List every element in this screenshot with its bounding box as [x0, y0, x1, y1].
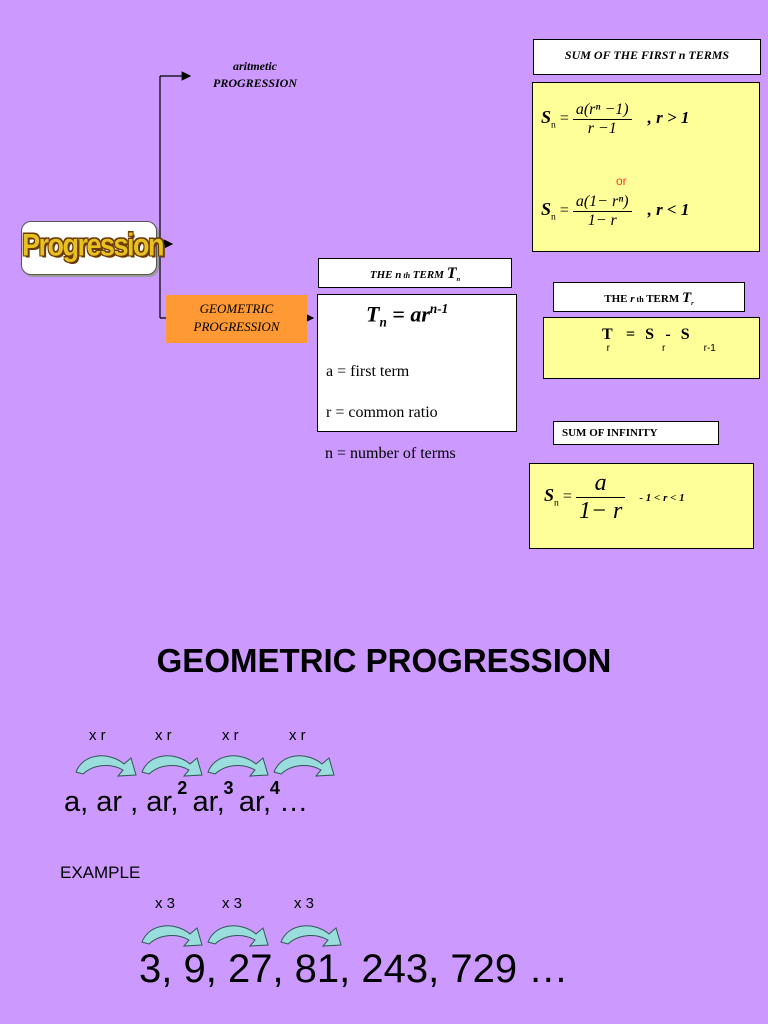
def-common-ratio: r = common ratio	[326, 404, 438, 421]
ratio-arrow-4	[273, 755, 335, 777]
ratio-arrow-2	[141, 755, 203, 777]
example-ratio-1: x 3	[155, 895, 176, 912]
arithmetic-line2: PROGRESSION	[212, 76, 298, 90]
example-ratio-2: x 3	[222, 895, 243, 912]
rth-term-formula-box: Tr = Sr - Sr-1	[543, 317, 760, 379]
example-sequence: 3, 9, 27, 81, 243, 729 …	[139, 947, 569, 991]
sum-formula-r-gt-1: Sn = a(rⁿ −1)r −1 , r > 1	[541, 101, 690, 137]
progression-box: Progression	[21, 221, 165, 275]
nth-term-formula: Tn = arn-1	[366, 301, 449, 330]
nth-term-label: THE n th TERM Tn	[318, 258, 512, 288]
sum-infinity-label: SUM OF INFINITY	[553, 421, 719, 445]
example-arrow-3	[280, 925, 342, 947]
page-title: GEOMETRIC PROGRESSION	[156, 642, 612, 679]
ratio-label-4: x r	[289, 727, 306, 744]
sum-first-n-formula-box: Sn = a(rⁿ −1)r −1 , r > 1 or Sn = a(1− r…	[532, 82, 760, 252]
example-label: EXAMPLE	[60, 863, 141, 882]
sum-formula-r-lt-1: Sn = a(1− rⁿ)1− r , r < 1	[541, 193, 690, 229]
ratio-label-1: x r	[89, 727, 106, 744]
rth-term-label: THE r th TERM Tr	[553, 282, 745, 312]
arithmetic-label: aritmetic PROGRESSION	[195, 58, 315, 92]
def-number-of-terms: n = number of terms	[325, 445, 456, 462]
or-text: or	[616, 174, 627, 188]
geometric-line1: GEOMETRIC	[199, 301, 274, 316]
ratio-label-3: x r	[222, 727, 239, 744]
progression-title: Progression	[22, 227, 165, 263]
ratio-arrow-3	[207, 755, 269, 777]
rth-term-formula: Tr = Sr - Sr-1	[602, 326, 716, 354]
example-ratio-3: x 3	[294, 895, 315, 912]
sum-first-n-label: SUM OF THE FIRST n TERMS	[533, 39, 761, 75]
nth-term-formula-box: Tn = arn-1 a = first term r = common rat…	[317, 294, 517, 432]
example-arrow-2	[207, 925, 269, 947]
geometric-box: GEOMETRIC PROGRESSION	[166, 295, 307, 343]
example-arrow-1	[141, 925, 203, 947]
geometric-line2: PROGRESSION	[193, 319, 280, 334]
def-first-term: a = first term	[326, 363, 410, 380]
general-sequence: a, ar , ar,2 ar,3 ar,4 …	[64, 778, 309, 818]
arithmetic-line1: aritmetic	[233, 59, 277, 73]
ratio-arrow-1	[75, 755, 137, 777]
ratio-label-2: x r	[155, 727, 172, 744]
